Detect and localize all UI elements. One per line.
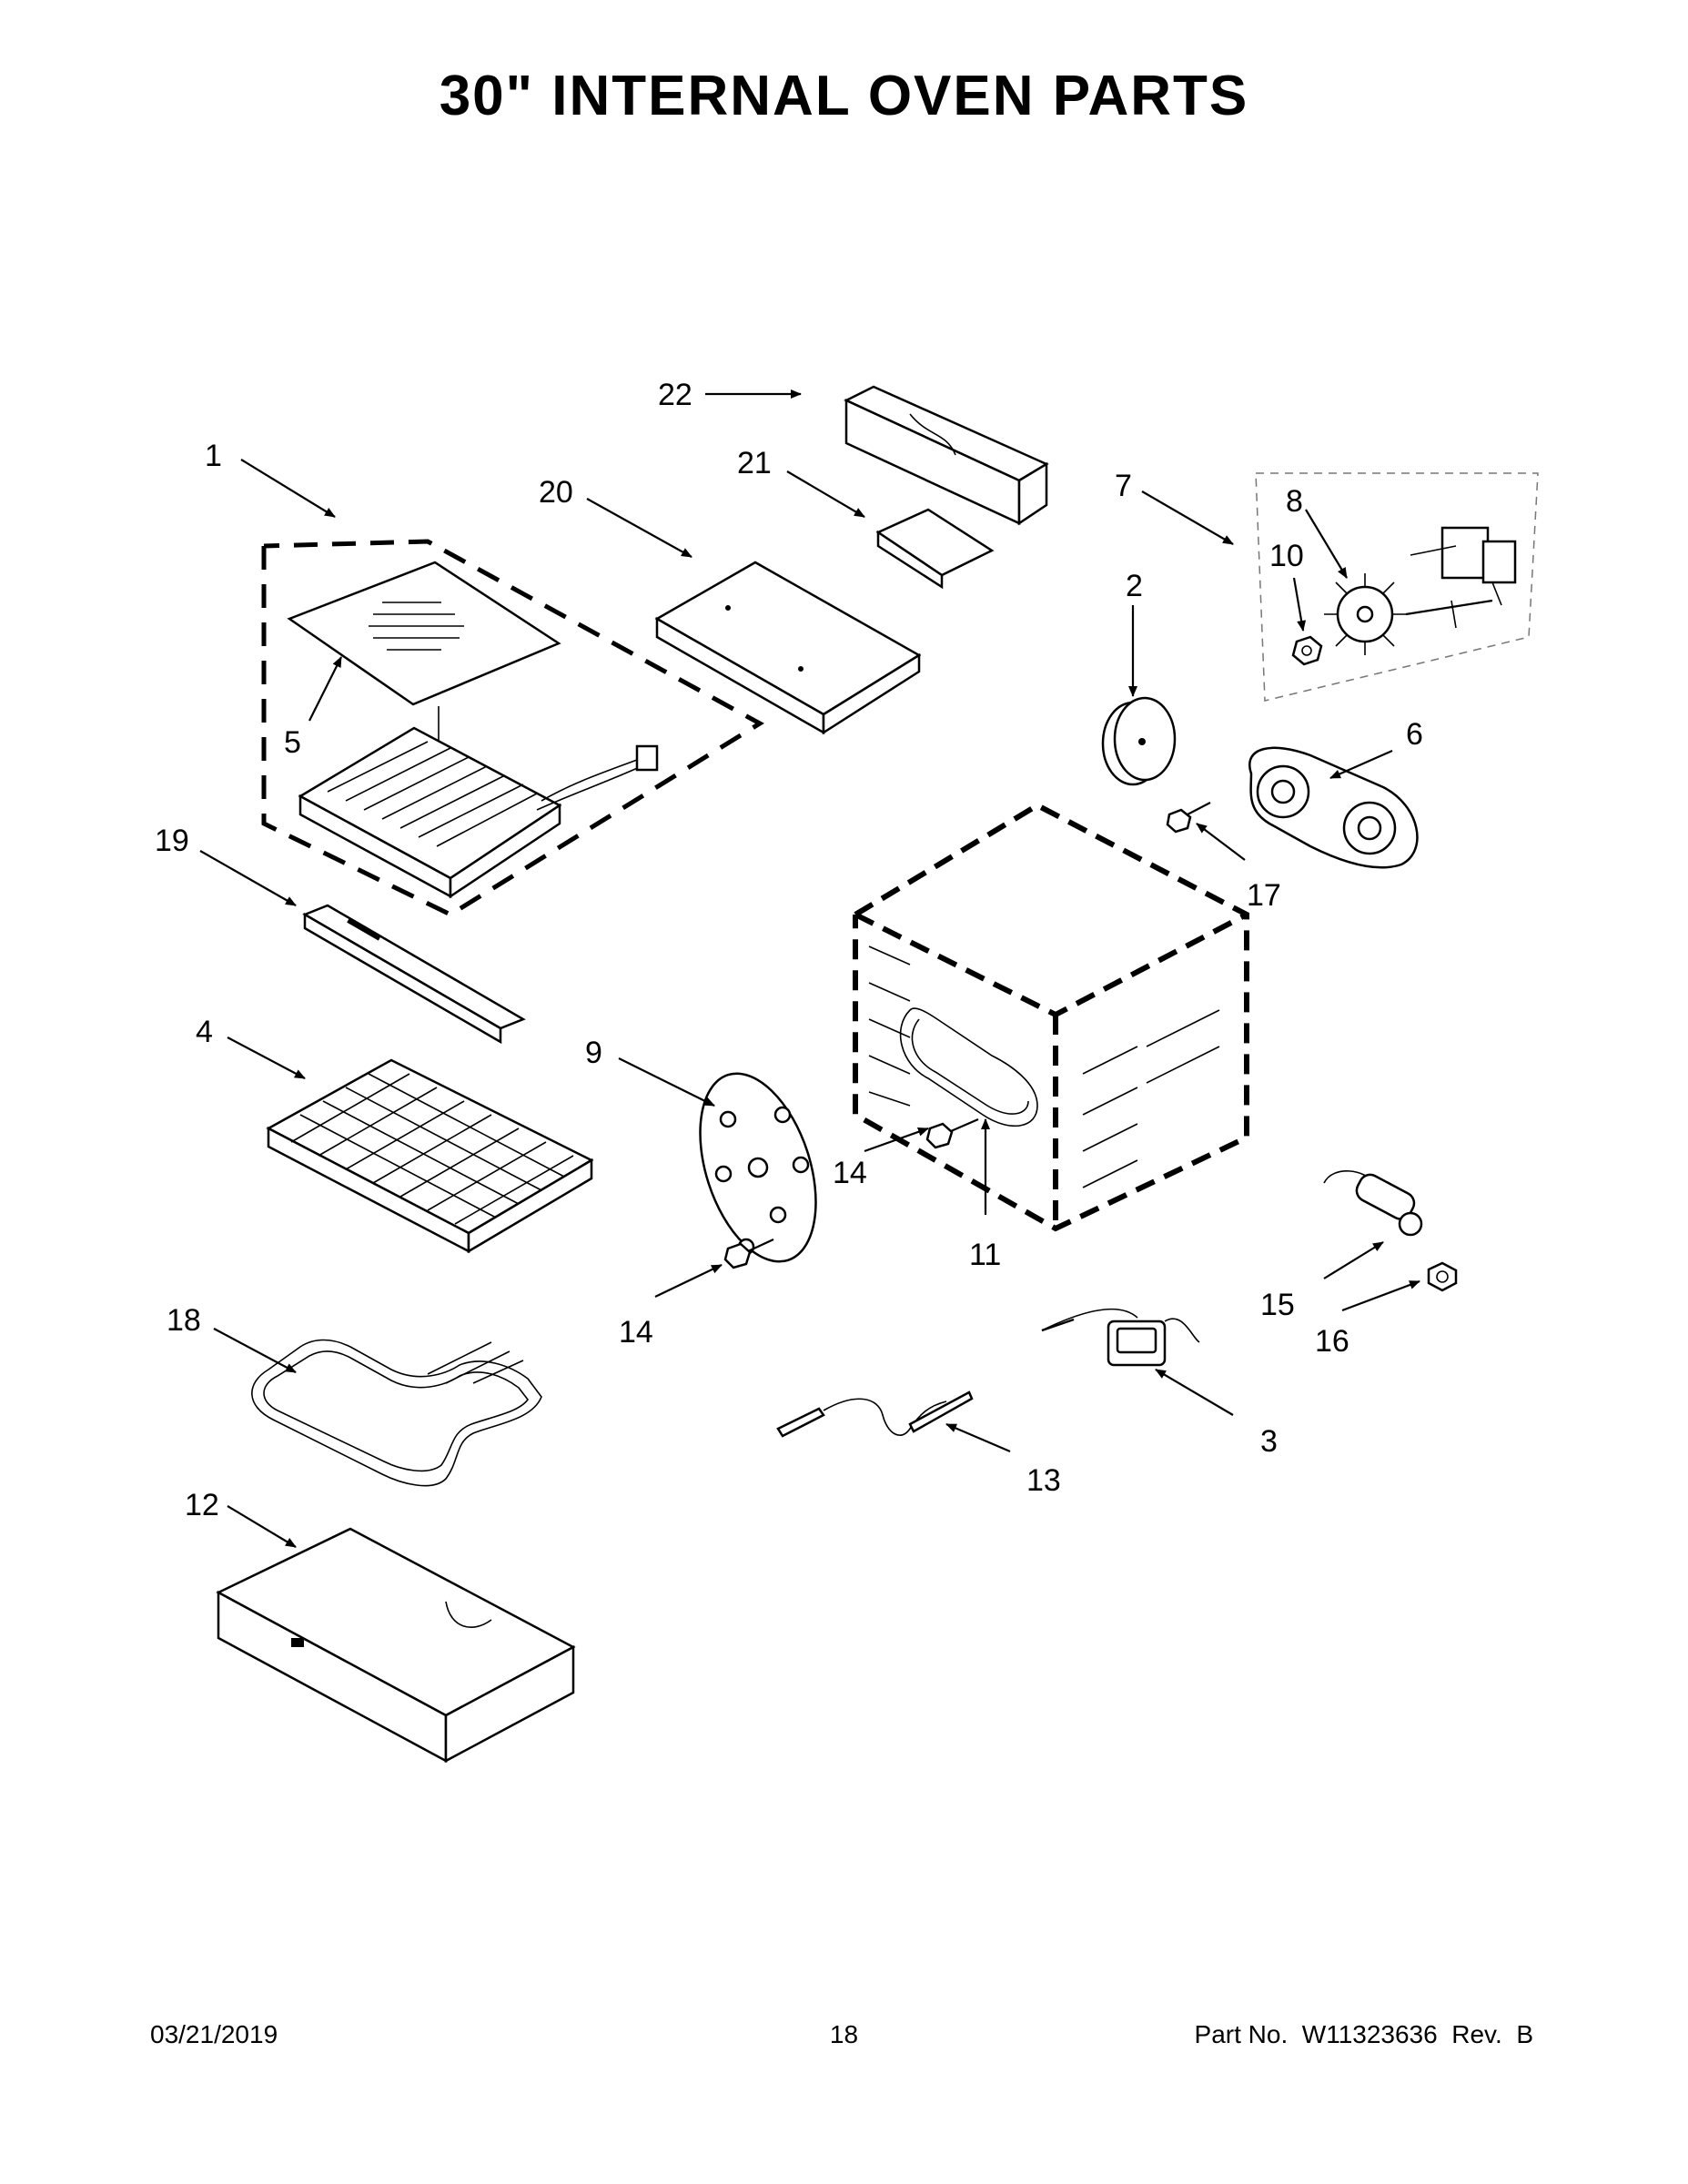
- callout-11: 11: [969, 1238, 1001, 1272]
- part-6-fan-cover: [1248, 746, 1419, 869]
- callout-6: 6: [1406, 717, 1423, 752]
- footer-part-number: Part No. W11323636 Rev. B: [1194, 2020, 1533, 2048]
- footer-page-number: 18: [829, 2020, 859, 2048]
- part-17-screw: [1166, 802, 1211, 834]
- part-19-rail: [302, 904, 526, 1045]
- callout-15: 15: [1260, 1288, 1295, 1322]
- part-11-bake-element: [899, 1007, 1038, 1127]
- callout-12: 12: [185, 1488, 219, 1522]
- part-9-round-cover: [699, 1072, 817, 1263]
- callout-22: 22: [658, 378, 692, 412]
- page-title: 30" INTERNAL OVEN PARTS: [439, 65, 1249, 127]
- part-5-glass-panel: [287, 561, 561, 869]
- callout-4: 4: [196, 1015, 213, 1049]
- callout-10: 10: [1269, 539, 1304, 573]
- part-1-assembly-outline: [261, 539, 764, 917]
- part-14-screw-lower: [723, 1239, 774, 1269]
- part-4-oven-rack: [266, 1058, 594, 1254]
- part-1-heating-pan: [298, 726, 659, 899]
- callout-18: 18: [167, 1303, 201, 1338]
- part-14-screw-upper: [925, 1117, 979, 1149]
- part-13-meat-probe: [776, 1390, 974, 1438]
- callout-5: 5: [284, 725, 301, 760]
- part-20-top-panel: [654, 561, 922, 735]
- part-10-nut: [1291, 635, 1323, 666]
- callout-1: 1: [205, 439, 222, 473]
- part-3-thermostat: [1041, 1308, 1200, 1367]
- callout-14-upper: 14: [833, 1156, 867, 1190]
- callout-7: 7: [1115, 469, 1132, 503]
- callout-arrows: [199, 389, 1420, 1548]
- callout-19: 19: [155, 824, 189, 858]
- part-2-disc: [1101, 696, 1177, 786]
- callout-9: 9: [585, 1036, 602, 1070]
- callout-8: 8: [1286, 484, 1303, 519]
- part-21-bracket: [875, 508, 995, 590]
- callout-21: 21: [737, 446, 772, 480]
- part-16-nut: [1427, 1261, 1458, 1292]
- part-8-fan-blade: [1324, 573, 1406, 655]
- callout-14-lower: 14: [619, 1315, 653, 1350]
- part-12-tray: [216, 1527, 576, 1764]
- callout-3: 3: [1260, 1424, 1278, 1459]
- oven-cavity: [853, 802, 1249, 1232]
- footer-date: 03/21/2019: [150, 2020, 278, 2048]
- fan-motor: [1405, 526, 1517, 629]
- part-7-fan-assembly: [1255, 472, 1539, 702]
- part-18-broil-element: [251, 1339, 542, 1487]
- callout-16: 16: [1315, 1324, 1349, 1359]
- callout-labels: 22 1 21 20 7 8 10 2 5 6 17 19 4 9 14 11 …: [155, 378, 1423, 1522]
- callout-17: 17: [1247, 878, 1281, 913]
- callout-2: 2: [1126, 569, 1143, 603]
- part-22-duct: [844, 385, 1049, 526]
- callout-20: 20: [539, 475, 573, 510]
- part-15-sensor: [1323, 1170, 1423, 1237]
- callout-13: 13: [1026, 1463, 1061, 1498]
